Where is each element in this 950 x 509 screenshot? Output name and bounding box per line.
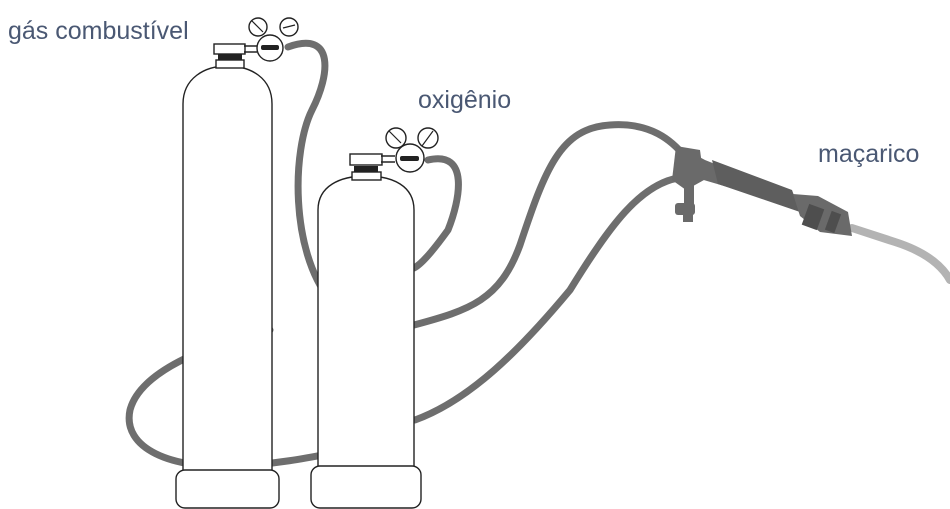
fuel-regulator [244, 17, 299, 62]
fuel-gas-cylinder [175, 43, 280, 509]
torch-valve-icon [684, 180, 694, 210]
oxygen-regulator [381, 127, 439, 173]
oxygen-label: oxigênio [418, 86, 512, 114]
torch [672, 146, 950, 284]
fuel-gas-label: gás combustível [8, 17, 189, 45]
oxygen-cylinder [310, 153, 422, 509]
oxygen-hose [410, 121, 690, 329]
torch-label: maçarico [818, 140, 920, 168]
